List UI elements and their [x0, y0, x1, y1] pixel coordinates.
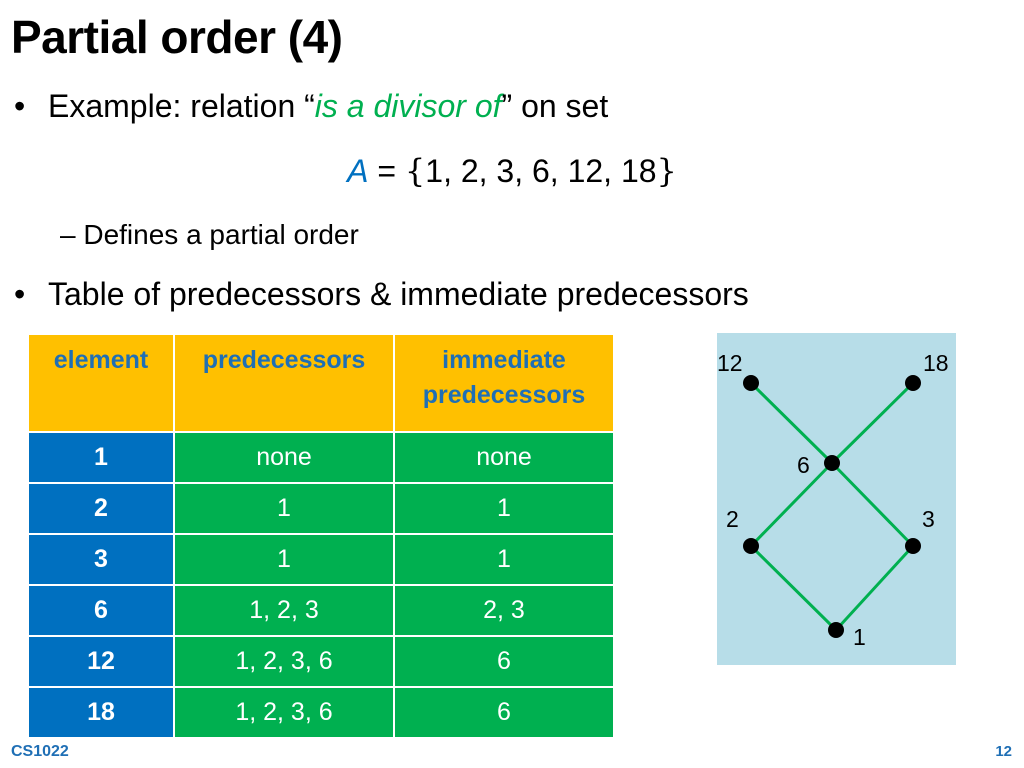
cell-element: 6 [27, 584, 175, 637]
cell-predecessors: 1 [173, 533, 395, 586]
header-element: element [27, 333, 175, 433]
set-equals: = [368, 153, 405, 189]
cell-predecessors: 1, 2, 3, 6 [173, 686, 395, 739]
cell-element: 3 [27, 533, 175, 586]
table-header-row: element predecessors immediate predecess… [27, 333, 615, 433]
hasse-node-label-12: 12 [717, 350, 743, 376]
hasse-diagram-svg: 12 18 6 2 3 1 [717, 350, 949, 650]
cell-element: 12 [27, 635, 175, 688]
hasse-node-12 [743, 375, 759, 391]
predecessor-table: element predecessors immediate predecess… [27, 333, 615, 739]
bullet-dot: • [14, 88, 26, 124]
hasse-node-3 [905, 538, 921, 554]
cell-element: 18 [27, 686, 175, 739]
cell-element: 1 [27, 431, 175, 484]
hasse-node-18 [905, 375, 921, 391]
set-elements: 1, 2, 3, 6, 12, 18 [425, 153, 657, 189]
bullet-example-suffix: ” on set [501, 88, 609, 124]
hasse-edges [749, 381, 915, 632]
table-row: 1 none none [27, 431, 615, 484]
cell-immediate: none [393, 431, 615, 484]
cell-predecessors: none [173, 431, 395, 484]
header-immediate-predecessors: immediate predecessors [393, 333, 615, 433]
hasse-diagram: 12 18 6 2 3 1 [717, 333, 956, 665]
hasse-node-label-18: 18 [923, 350, 949, 376]
cell-immediate: 1 [393, 482, 615, 535]
hasse-edge-6-3 [830, 461, 915, 548]
cell-predecessors: 1, 2, 3, 6 [173, 635, 395, 688]
footer-course: CS1022 [11, 743, 69, 760]
hasse-node-6 [824, 455, 840, 471]
hasse-edge-12-6 [749, 381, 834, 465]
hasse-edge-2-1 [749, 544, 838, 632]
set-definition: A = {1, 2, 3, 6, 12, 18} [0, 152, 1024, 190]
hasse-node-1 [828, 622, 844, 638]
relation-name: is a divisor of [314, 88, 502, 124]
sub-bullet-partial-order: – Defines a partial order [60, 219, 359, 250]
hasse-nodes [743, 375, 921, 638]
hasse-edge-18-6 [830, 381, 915, 465]
set-open-brace: { [404, 152, 426, 190]
hasse-node-label-1: 1 [853, 624, 866, 650]
cell-predecessors: 1, 2, 3 [173, 584, 395, 637]
header-predecessors: predecessors [173, 333, 395, 433]
bullet-table-text: Table of predecessors & immediate predec… [48, 276, 749, 312]
cell-immediate: 6 [393, 635, 615, 688]
footer-page-number: 12 [995, 743, 1012, 760]
table-row: 3 1 1 [27, 533, 615, 586]
table-row: 12 1, 2, 3, 6 6 [27, 635, 615, 688]
hasse-node-label-6: 6 [797, 452, 810, 478]
slide-title: Partial order (4) [11, 11, 343, 63]
cell-immediate: 2, 3 [393, 584, 615, 637]
table-row: 2 1 1 [27, 482, 615, 535]
hasse-node-label-3: 3 [922, 506, 935, 532]
cell-immediate: 6 [393, 686, 615, 739]
hasse-node-2 [743, 538, 759, 554]
bullet-example-prefix: Example: relation “ [48, 88, 315, 124]
table-row: 6 1, 2, 3 2, 3 [27, 584, 615, 637]
bullet-dot: • [14, 276, 26, 312]
set-close-brace: } [656, 152, 677, 190]
hasse-edge-6-2 [749, 461, 834, 548]
cell-immediate: 1 [393, 533, 615, 586]
bullet-example: • Example: relation “is a divisor of” on … [14, 88, 608, 125]
bullet-table: • Table of predecessors & immediate prede… [14, 276, 749, 313]
cell-predecessors: 1 [173, 482, 395, 535]
hasse-node-label-2: 2 [726, 506, 739, 532]
cell-element: 2 [27, 482, 175, 535]
set-variable: A [347, 153, 369, 189]
hasse-edge-3-1 [834, 544, 915, 632]
table-row: 18 1, 2, 3, 6 6 [27, 686, 615, 739]
hasse-labels: 12 18 6 2 3 1 [717, 350, 949, 650]
